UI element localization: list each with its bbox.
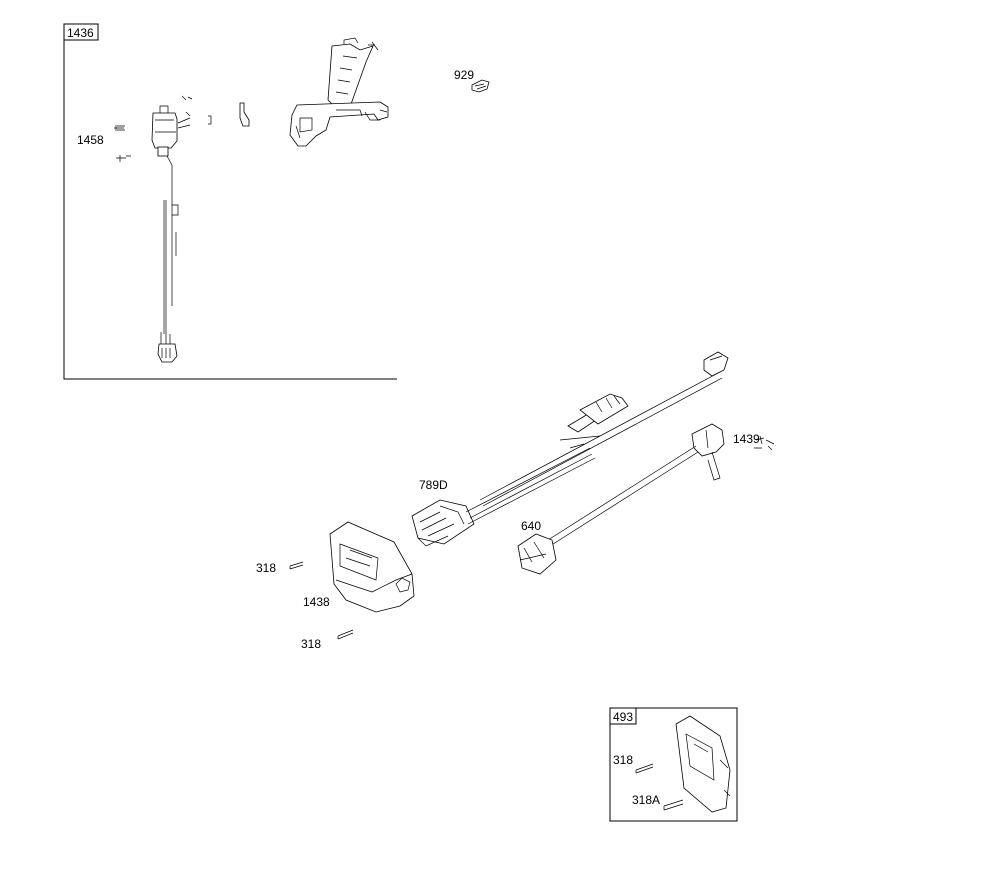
module-1438: 318 1438 318 bbox=[256, 521, 415, 651]
lever-bracket-assembly bbox=[289, 37, 389, 147]
switch-cable-assembly bbox=[151, 95, 193, 363]
label-318a: 318A bbox=[632, 793, 660, 807]
cable-640-1439: 1439 640 bbox=[517, 423, 775, 575]
clip-parts bbox=[208, 102, 250, 127]
label-640: 640 bbox=[521, 519, 541, 533]
inset-frame-bottom bbox=[609, 707, 738, 822]
harness-789d: 789D bbox=[411, 351, 729, 547]
part-929: 929 bbox=[454, 68, 490, 93]
label-318-upper: 318 bbox=[256, 561, 276, 575]
inset-label-1436: 1436 bbox=[67, 26, 94, 40]
inset-493: 493 318 318A bbox=[609, 707, 738, 822]
inset-1436: 1436 1458 bbox=[63, 23, 397, 380]
label-1438: 1438 bbox=[303, 595, 330, 609]
label-929: 929 bbox=[454, 68, 474, 82]
inset-frame-top bbox=[63, 24, 397, 380]
label-1458: 1458 bbox=[77, 133, 104, 147]
inset-tag-box bbox=[63, 23, 99, 41]
label-493: 493 bbox=[613, 710, 633, 724]
label-789d: 789D bbox=[419, 478, 448, 492]
inset-tag-box-bottom bbox=[610, 708, 637, 725]
label-318-inset: 318 bbox=[613, 753, 633, 767]
label-1439: 1439 bbox=[733, 432, 760, 446]
label-318-lower: 318 bbox=[301, 637, 321, 651]
screw-parts-1458 bbox=[114, 125, 131, 162]
